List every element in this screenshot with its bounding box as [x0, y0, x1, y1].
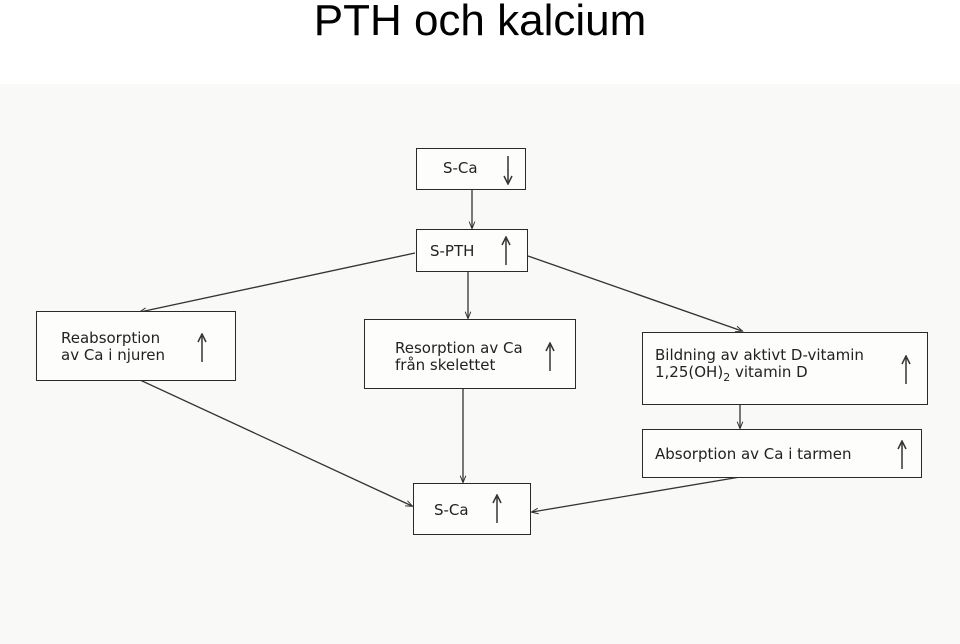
node-spth: S-PTH: [416, 229, 528, 272]
arrow-down-icon: [503, 156, 513, 185]
node-absorption-label: Absorption av Ca i tarmen: [655, 445, 852, 463]
arrow-up-icon: [897, 440, 907, 469]
node-bildning-vitamin: vitamin D: [730, 363, 808, 381]
arrow-up-icon: [197, 333, 207, 362]
edge-spth-to-reabsorption: [140, 252, 416, 312]
node-absorption: Absorption av Ca i tarmen: [642, 429, 922, 478]
node-spth-label: S-PTH: [430, 242, 475, 260]
node-resorption-line1: Resorption av Ca: [395, 339, 523, 357]
node-reabsorption-line1: Reabsorption: [61, 329, 161, 347]
node-sca-top: S-Ca: [416, 148, 526, 190]
node-reabsorption-text: Reabsorption av Ca i njuren: [61, 330, 165, 364]
node-bildning-line2: 1,25(OH)2 vitamin D: [655, 363, 864, 385]
arrow-up-icon: [492, 494, 502, 523]
node-resorption-text: Resorption av Ca från skelettet: [395, 340, 523, 374]
node-reabsorption-line2: av Ca i njuren: [61, 346, 165, 364]
node-bildning-text: Bildning av aktivt D-vitamin 1,25(OH)2 v…: [655, 346, 864, 385]
node-sca-bottom-label: S-Ca: [434, 501, 469, 519]
node-reabsorption: Reabsorption av Ca i njuren: [36, 311, 236, 381]
node-sca-top-label: S-Ca: [443, 159, 478, 177]
edge-spth-to-bildning: [527, 255, 742, 331]
arrow-up-icon: [501, 236, 511, 265]
node-bildning-line1: Bildning av aktivt D-vitamin: [655, 346, 864, 364]
node-sca-bottom: S-Ca: [413, 483, 531, 535]
arrow-up-icon: [545, 342, 555, 371]
edge-reabsorption-to-sca-bottom: [139, 379, 412, 506]
node-bildning: Bildning av aktivt D-vitamin 1,25(OH)2 v…: [642, 332, 928, 405]
node-resorption: Resorption av Ca från skelettet: [364, 319, 576, 389]
node-bildning-formula: 1,25(OH): [655, 363, 724, 381]
node-resorption-line2: från skelettet: [395, 356, 496, 374]
edge-absorption-to-sca-bottom: [532, 476, 741, 512]
page-title: PTH och kalcium: [313, 0, 647, 45]
node-bildning-subscript: 2: [723, 371, 731, 384]
arrow-up-icon: [901, 355, 911, 384]
